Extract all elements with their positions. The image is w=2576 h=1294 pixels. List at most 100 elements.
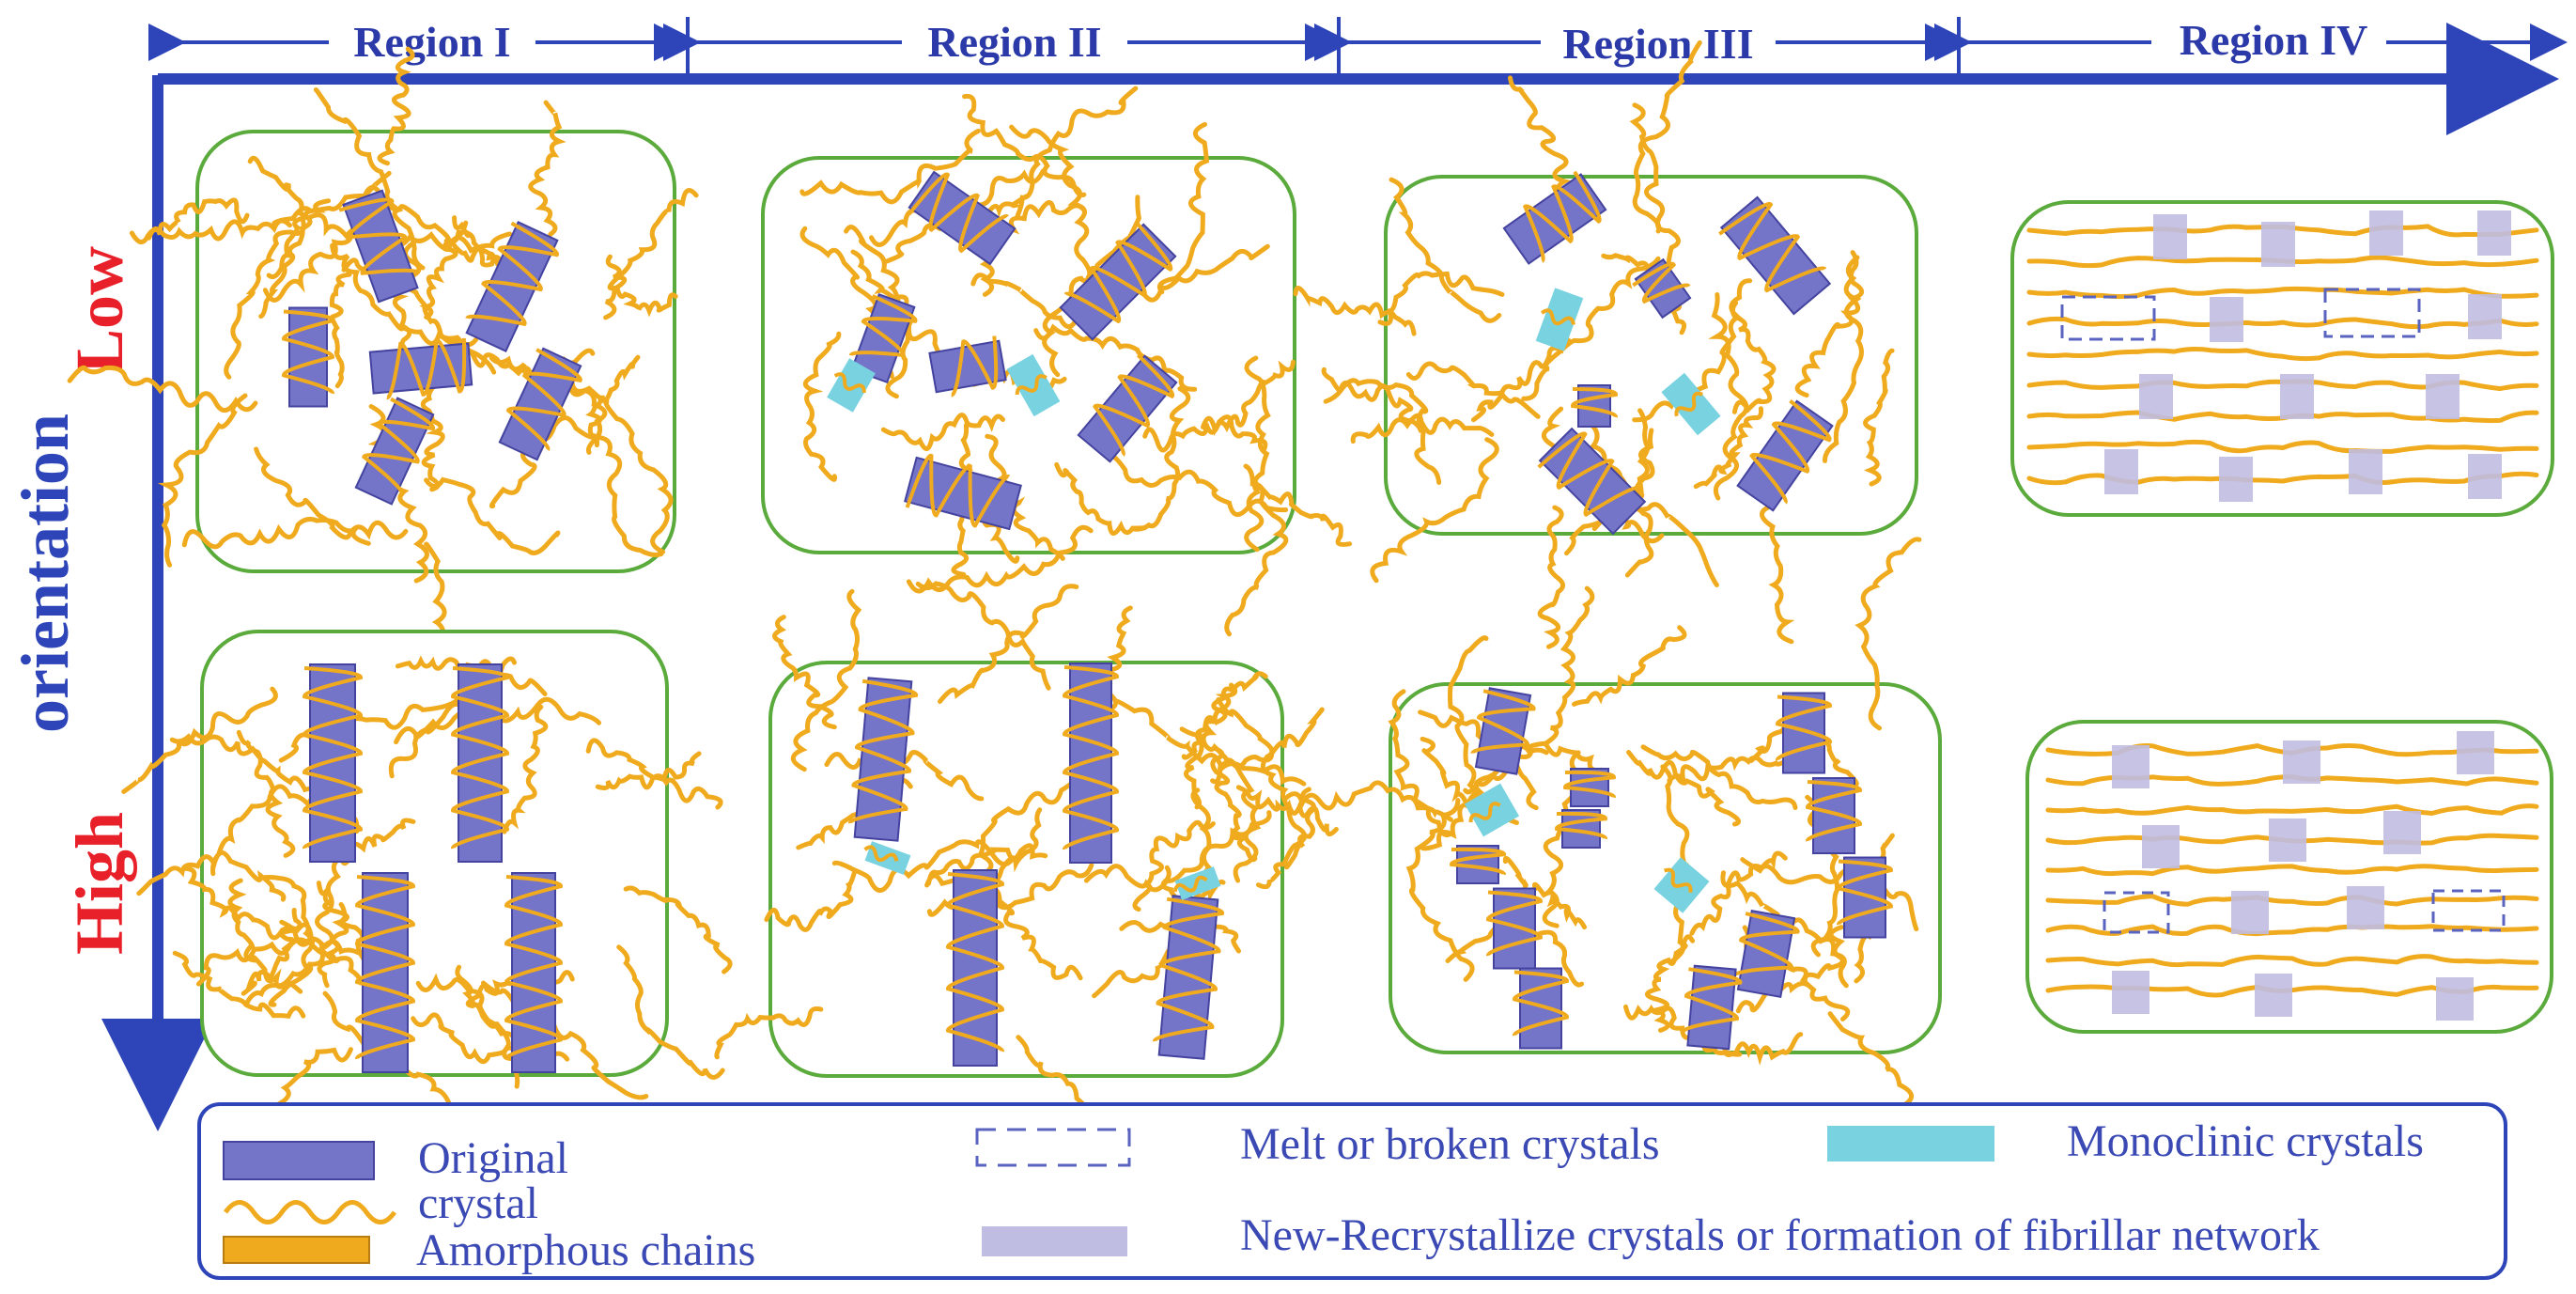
original-crystal	[847, 677, 918, 842]
new-recrystallized-crystal	[2457, 731, 2494, 774]
new-recrystallized-crystal	[2219, 457, 2253, 502]
amorphous-chain	[714, 1006, 824, 1060]
new-recrystallized-crystal	[2231, 891, 2269, 934]
amorphous-chain	[623, 885, 733, 974]
original-crystal	[303, 663, 363, 863]
new-recrystallized-crystal	[2349, 449, 2382, 494]
amorphous-chain	[983, 873, 1083, 981]
monoclinic-crystal	[1535, 288, 1584, 351]
original-crystal	[498, 347, 582, 461]
amorphous-chain	[136, 850, 287, 902]
amorphous-chain	[195, 936, 362, 987]
crystal-fold-chain	[1837, 859, 1893, 926]
crystal-fold-chain	[1632, 261, 1691, 304]
region-1-label: Region I	[353, 18, 510, 66]
amorphous-chain	[985, 433, 1065, 561]
amorphous-chain	[1626, 750, 1742, 827]
amorphous-chain	[1447, 635, 1502, 816]
panels-layer	[67, 39, 2554, 1149]
crystal-fold-chain	[362, 397, 435, 496]
amorphous-chain	[1210, 745, 1258, 863]
monoclinic-crystal	[1653, 857, 1710, 913]
amorphous-chain	[802, 331, 842, 482]
amorphous-chain	[1730, 300, 1777, 414]
crystal-body	[362, 872, 409, 1073]
amorphous-chain	[1543, 585, 1595, 746]
amorphous-chain	[790, 588, 862, 772]
amorphous-chain	[1293, 286, 1417, 336]
axis-title: orientation	[8, 413, 83, 733]
legend-original-line1: Original	[418, 1133, 568, 1183]
legend-amorphous-chain-swatch	[223, 1200, 397, 1224]
monoclinic-crystal	[1464, 783, 1520, 837]
amorphous-chain	[316, 881, 349, 989]
original-crystal	[908, 170, 1016, 266]
aligned-chain	[2045, 924, 2539, 937]
monoclinic-chain	[1540, 308, 1575, 326]
amorphous-chain	[424, 476, 561, 555]
legend-new-crystal-swatch	[982, 1226, 1127, 1256]
melt-broken-crystal	[2060, 295, 2156, 341]
legend-new-crystal-label: New-Recrystallize crystals or formation …	[1240, 1210, 2320, 1260]
new-recrystallized-crystal	[2426, 374, 2460, 419]
crystal-fold-chain	[1806, 780, 1862, 842]
original-crystal	[451, 663, 509, 863]
amorphous-chain	[329, 272, 352, 389]
crystal-fold-chain	[1749, 399, 1832, 505]
amorphous-chain	[1113, 698, 1307, 787]
amorphous-chain	[1244, 355, 1271, 553]
original-crystal	[1502, 170, 1607, 265]
original-crystal	[282, 306, 334, 408]
aligned-chain	[2045, 894, 2539, 907]
monoclinic-body	[1661, 372, 1721, 436]
amorphous-chain	[1350, 413, 1495, 444]
legend-melt-label: Melt or broken crystals	[1240, 1119, 1660, 1169]
crystal-fold-chain	[504, 875, 563, 1060]
original-crystal	[1837, 856, 1893, 939]
monoclinic-chain	[1468, 802, 1501, 823]
amorphous-chain	[938, 584, 1079, 704]
amorphous-chain	[1735, 925, 1845, 1014]
crystal-fold-chain	[1537, 431, 1641, 517]
original-crystal	[1513, 967, 1569, 1050]
new-recrystallized-crystal	[2255, 974, 2292, 1017]
amorphous-chain	[305, 212, 512, 254]
region-dividers	[686, 17, 1961, 73]
crystal-fold-chain	[1152, 896, 1225, 1042]
monoclinic-crystal	[1006, 353, 1061, 417]
region-3-label: Region III	[1562, 20, 1753, 68]
monoclinic-body	[1006, 353, 1061, 417]
axis-low-label: Low	[62, 246, 137, 374]
original-crystal	[354, 397, 435, 506]
axis-high-label: High	[62, 812, 137, 955]
legend-monoclinic-swatch	[1827, 1126, 1994, 1161]
original-crystal	[1806, 777, 1862, 854]
amorphous-chain	[1370, 437, 1499, 584]
new-recrystallized-crystal	[2280, 374, 2314, 419]
original-crystal	[465, 221, 559, 352]
crystal-fold-chain	[465, 221, 559, 327]
new-recrystallized-crystal	[2369, 210, 2403, 256]
crystal-fold-chain	[1486, 890, 1543, 957]
original-crystal	[1450, 845, 1506, 884]
panel-border	[200, 630, 669, 1077]
crystal-fold-chain	[1681, 967, 1743, 1034]
amorphous-chain	[1107, 453, 1289, 517]
crystal-fold-chain	[355, 875, 415, 1060]
amorphous-chain	[764, 870, 857, 932]
amorphous-chain	[1179, 726, 1262, 883]
amorphous-chain	[1502, 855, 1587, 930]
amorphous-chain	[1142, 414, 1268, 453]
amorphous-chain	[1823, 255, 1864, 463]
monoclinic-crystal	[827, 358, 876, 413]
amorphous-chain	[1389, 177, 1502, 323]
original-crystal	[1059, 222, 1177, 341]
amorphous-chain	[569, 373, 674, 554]
region-2-label: Region II	[927, 18, 1101, 66]
crystal-fold-chain	[1555, 811, 1607, 840]
amorphous-chain	[824, 748, 985, 802]
new-recrystallized-crystal	[2436, 977, 2474, 1021]
original-crystal	[1470, 687, 1536, 775]
monoclinic-chain	[1015, 374, 1047, 396]
